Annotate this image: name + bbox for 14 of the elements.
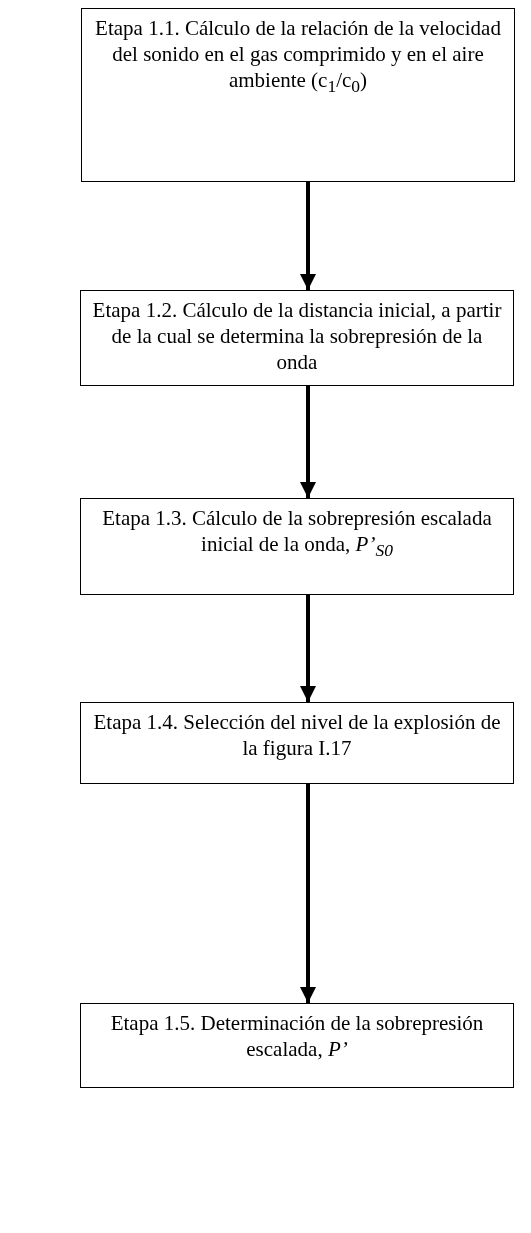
arrow xyxy=(300,182,316,290)
process-box xyxy=(80,1003,514,1088)
process-box xyxy=(80,702,514,784)
step-text: Etapa 1.4. Selección del nivel de la explosión de la figura I.17 xyxy=(92,709,502,761)
arrow xyxy=(300,386,316,498)
step-text: Etapa 1.2. Cálculo de la distancia inicial, a partir de la cual se determina la sobrepresión de la onda xyxy=(91,297,503,375)
arrow xyxy=(300,595,316,702)
process-box xyxy=(80,498,514,595)
step-text: Etapa 1.5. Determinación de la sobrepresión escalada, P’ xyxy=(109,1010,485,1062)
process-box xyxy=(80,290,514,386)
arrow xyxy=(300,784,316,1003)
step-text: Etapa 1.1. Cálculo de la relación de la velocidad del sonido en el gas comprimido y en el aire ambiente (c$_{1}$/c$_{0}$) xyxy=(94,15,502,99)
process-box xyxy=(81,8,515,182)
step-text: Etapa 1.3. Cálculo de la sobrepresión escalada inicial de la onda, P’$_{S0}$ xyxy=(101,505,493,563)
